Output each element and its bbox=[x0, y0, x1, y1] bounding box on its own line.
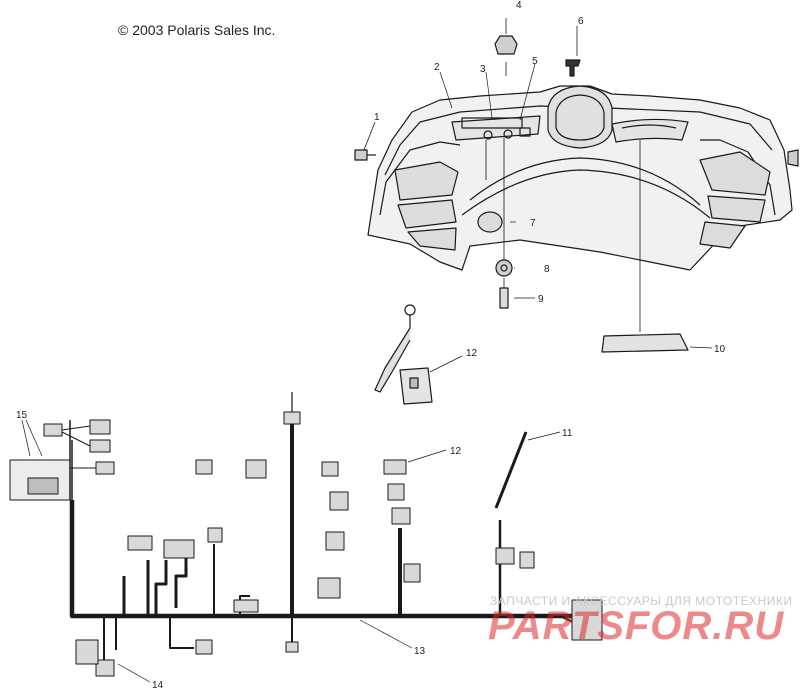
lower-leaders bbox=[117, 449, 447, 683]
dash-panel bbox=[367, 85, 793, 271]
harness-connectors bbox=[75, 411, 603, 677]
callout-12-upper: 12 bbox=[466, 348, 478, 359]
copyright-text: © 2003 Polaris Sales Inc. bbox=[118, 22, 276, 38]
callout-4: 4 bbox=[516, 0, 522, 11]
callout-5: 5 bbox=[532, 56, 538, 67]
dash-fasteners bbox=[354, 18, 799, 353]
ignition-assembly bbox=[374, 304, 463, 405]
callout-10: 10 bbox=[714, 344, 726, 355]
callout-12-lower: 12 bbox=[450, 446, 462, 457]
callout-9: 9 bbox=[538, 294, 544, 305]
callout-7: 7 bbox=[530, 218, 536, 229]
callout-15: 15 bbox=[16, 410, 28, 421]
callout-8: 8 bbox=[544, 264, 550, 275]
callout-6: 6 bbox=[578, 16, 584, 27]
callout-leaders bbox=[439, 63, 713, 349]
connector-group bbox=[9, 419, 115, 501]
callout-3: 3 bbox=[480, 64, 486, 75]
callout-1: 1 bbox=[374, 112, 380, 123]
callout-labels: 1 2 3 4 5 6 7 8 9 10 11 12 12 13 14 15 bbox=[16, 0, 726, 690]
watermark-tagline: ЗАПЧАСТИ И АКСЕССУАРЫ ДЛЯ МОТОТЕХНИКИ bbox=[490, 594, 793, 608]
tie-strap bbox=[494, 431, 561, 509]
callout-11: 11 bbox=[562, 428, 573, 439]
watermark-logo: PARTSFOR.RU bbox=[488, 604, 785, 648]
callout-2: 2 bbox=[434, 62, 440, 73]
callout-13: 13 bbox=[414, 646, 426, 657]
callout-14: 14 bbox=[152, 680, 164, 690]
wiring-harness bbox=[69, 392, 591, 660]
